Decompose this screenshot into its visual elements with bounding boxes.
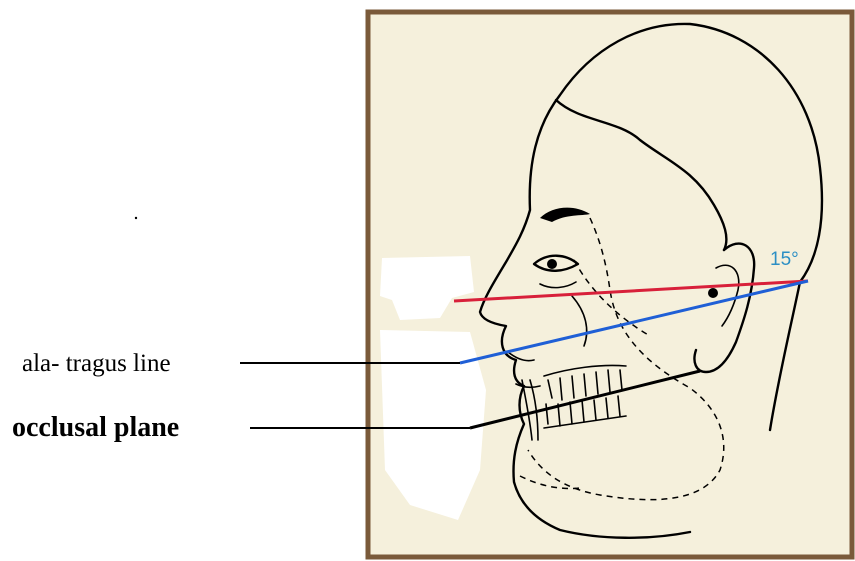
- tragus-point: [708, 288, 718, 298]
- occlusal-plane-label: occlusal plane: [12, 412, 179, 443]
- angle-label: 15°: [770, 249, 799, 270]
- stray-dot: [135, 217, 137, 219]
- ala-tragus-label: ala- tragus line: [22, 350, 171, 377]
- pupil: [547, 259, 557, 269]
